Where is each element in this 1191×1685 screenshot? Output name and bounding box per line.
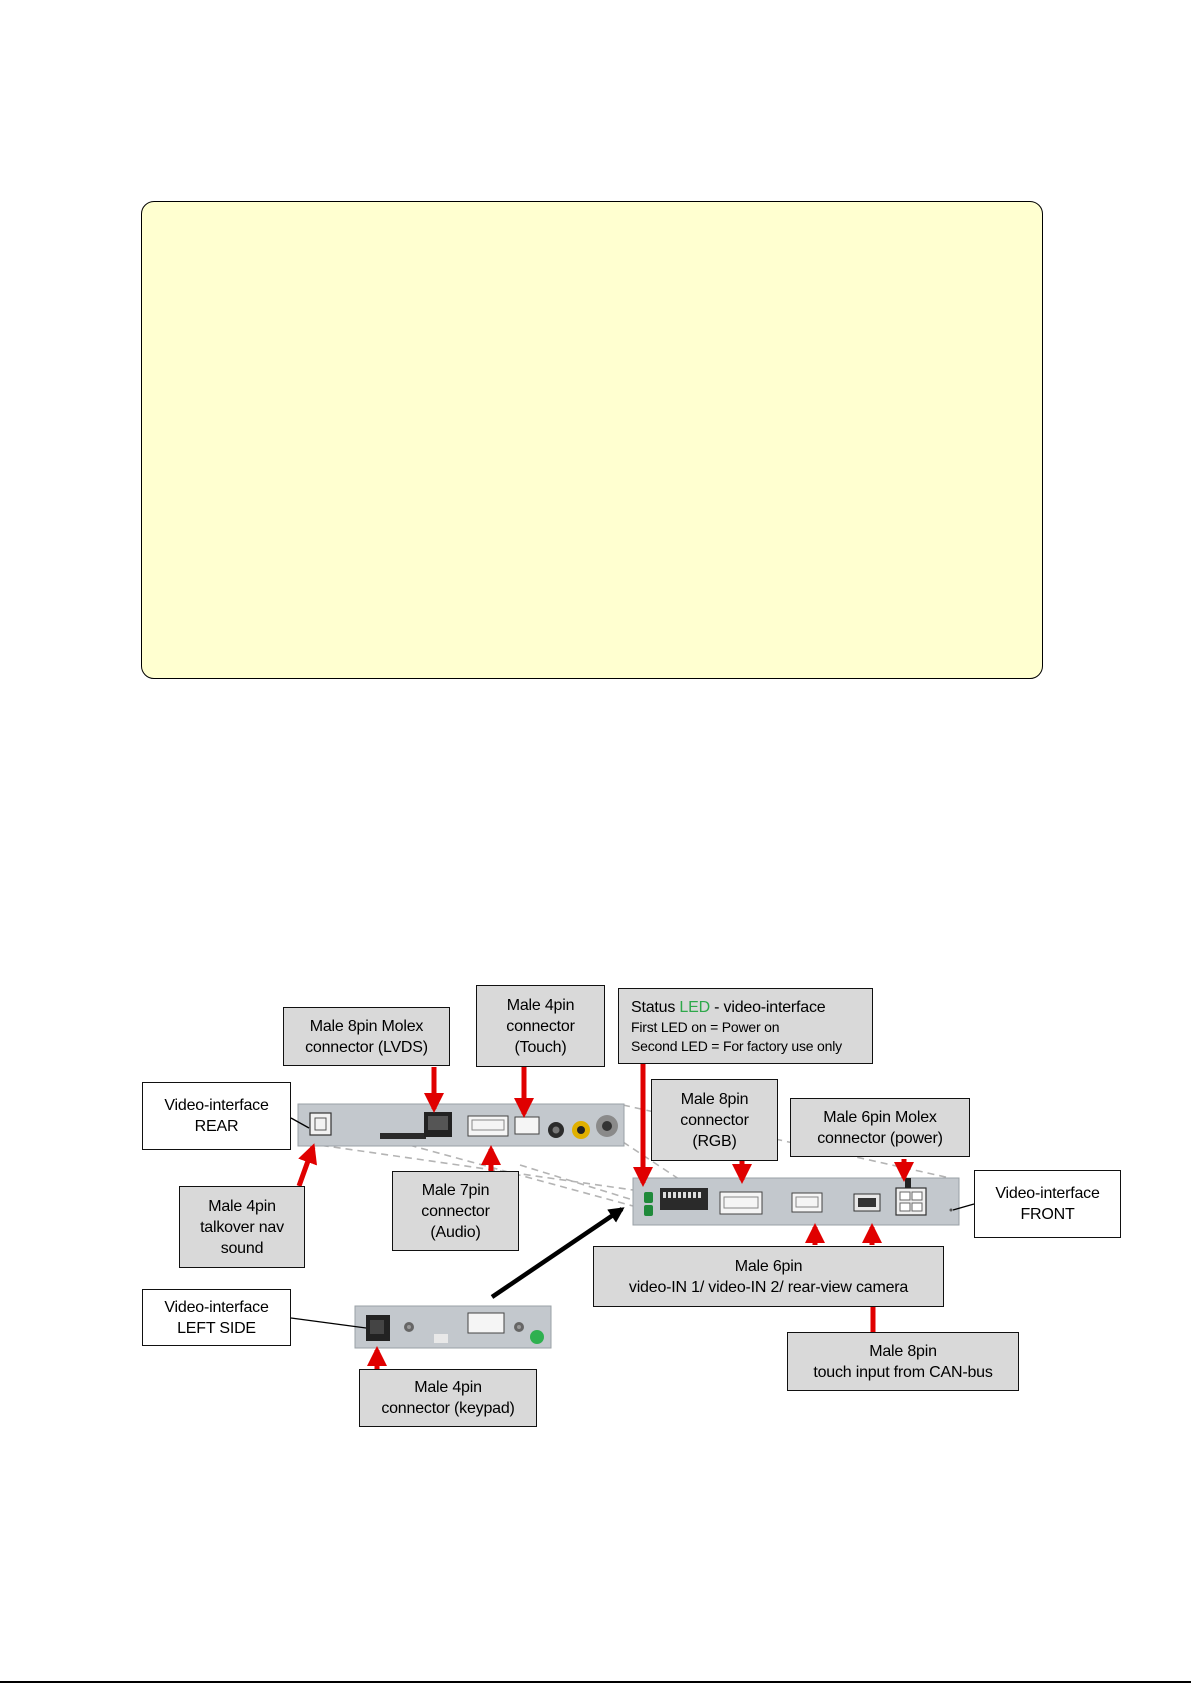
- front-panel: [632, 1177, 960, 1226]
- rear-panel: [297, 1103, 625, 1147]
- label-can-bus-connector: Male 8pin touch input from CAN-bus: [787, 1332, 1019, 1391]
- label-audio-connector: Male 7pin connector (Audio): [392, 1171, 519, 1251]
- page-bottom-rule: [0, 1681, 1191, 1683]
- label-video-in-connector: Male 6pin video-IN 1/ video-IN 2/ rear-v…: [593, 1246, 944, 1307]
- label-video-interface-front: Video-interface FRONT: [974, 1170, 1121, 1238]
- label-status-led: Status LED - video-interface First LED o…: [618, 988, 873, 1064]
- label-power-connector: Male 6pin Molex connector (power): [790, 1098, 970, 1157]
- label-video-interface-left-side: Video-interface LEFT SIDE: [142, 1289, 291, 1346]
- label-video-interface-rear: Video-interface REAR: [142, 1082, 291, 1150]
- label-lvds-connector: Male 8pin Molex connector (LVDS): [283, 1007, 450, 1066]
- arrow-talkover: [296, 1143, 318, 1187]
- led-word: LED: [679, 998, 710, 1016]
- label-touch-connector: Male 4pin connector (Touch): [476, 985, 605, 1067]
- label-rgb-connector: Male 8pin connector (RGB): [651, 1079, 778, 1161]
- note-box: [141, 201, 1043, 679]
- label-talkover-connector: Male 4pin talkover nav sound: [179, 1186, 305, 1268]
- leader-lines: [290, 1117, 975, 1329]
- black-arrow: [490, 1207, 625, 1299]
- left-side-panel: [354, 1305, 552, 1349]
- red-arrows: [296, 1064, 914, 1369]
- label-keypad-connector: Male 4pin connector (keypad): [359, 1369, 537, 1427]
